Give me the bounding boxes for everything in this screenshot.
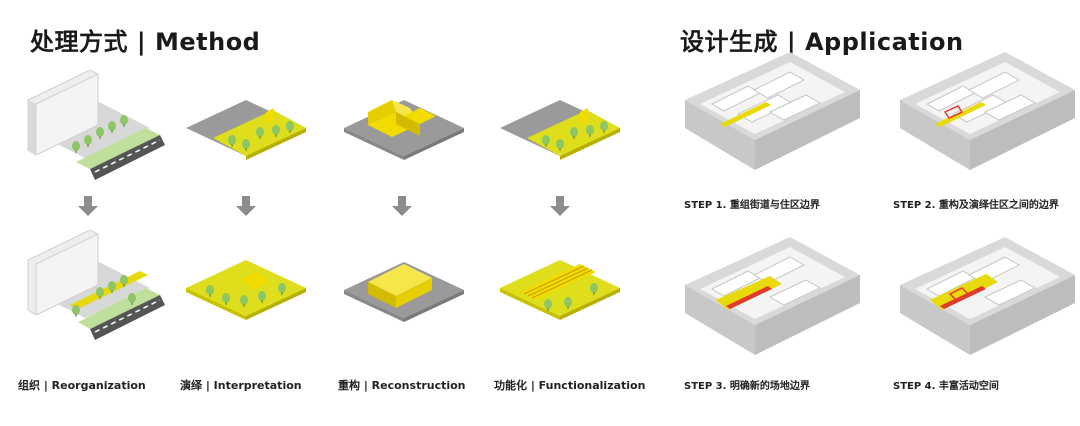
step-3-label: STEP 3. 明确新的场地边界 — [684, 381, 810, 392]
functionalization-before-diagram — [500, 100, 620, 160]
application-section-title: 设计生成 | Application — [680, 28, 964, 56]
arrow-down-icon — [236, 196, 256, 216]
method-label-reconstruction: 重构 | Reconstruction — [338, 379, 466, 392]
step-4-label: STEP 4. 丰富活动空间 — [893, 381, 999, 392]
step-4-diagram — [900, 237, 1075, 355]
arrow-down-icon — [550, 196, 570, 216]
method-section-title: 处理方式 | Method — [30, 28, 261, 56]
step-3-diagram — [685, 237, 860, 355]
reconstruction-after-diagram — [344, 262, 464, 322]
step-1-label: STEP 1. 重组街道与住区边界 — [684, 200, 820, 211]
step-2-diagram — [900, 52, 1075, 170]
reconstruction-before-diagram — [344, 100, 464, 160]
step-2-label: STEP 2. 重构及演绎住区之间的边界 — [893, 200, 1059, 211]
arrow-down-icon — [78, 196, 98, 216]
method-label-reorganization: 组织 | Reorganization — [18, 379, 146, 392]
method-label-interpretation: 演绎 | Interpretation — [180, 379, 302, 392]
arrow-down-icon — [392, 196, 412, 216]
interpretation-before-diagram — [186, 100, 306, 160]
functionalization-after-diagram — [500, 260, 620, 320]
reorganization-after-diagram — [27, 229, 165, 340]
step-1-diagram — [685, 52, 860, 170]
method-label-functionalization: 功能化 | Functionalization — [494, 379, 646, 392]
reorganization-before-diagram — [27, 69, 165, 180]
interpretation-after-diagram — [186, 260, 306, 320]
